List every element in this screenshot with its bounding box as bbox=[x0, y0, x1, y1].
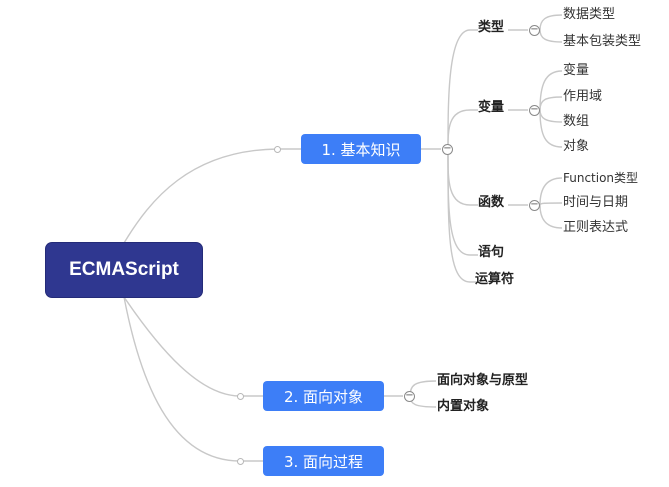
leaf-objects[interactable]: 对象 bbox=[563, 139, 590, 154]
branch-2-attach-dot bbox=[237, 393, 244, 400]
subtopic-oop-prototype[interactable]: 面向对象与原型 bbox=[437, 373, 529, 388]
leaf-regex[interactable]: 正则表达式 bbox=[563, 220, 629, 235]
leaf-data-types[interactable]: 数据类型 bbox=[563, 7, 616, 22]
minus-circle-icon[interactable]: − bbox=[529, 199, 540, 211]
subtopic-statements[interactable]: 语句 bbox=[478, 245, 505, 260]
branch-object-oriented[interactable]: 2. 面向对象 bbox=[263, 381, 384, 411]
branch-label: 3. 面向过程 bbox=[283, 452, 364, 471]
subtopic-types[interactable]: 类型 bbox=[478, 20, 505, 35]
root-node[interactable]: ECMAScript bbox=[46, 243, 202, 297]
minus-circle-icon[interactable]: − bbox=[529, 24, 540, 36]
branch-1-attach-dot bbox=[274, 146, 281, 153]
minus-circle-icon[interactable]: − bbox=[404, 390, 415, 402]
leaf-variables[interactable]: 变量 bbox=[563, 63, 590, 78]
leaf-function-type[interactable]: Function类型 bbox=[563, 171, 639, 185]
root-label: ECMAScript bbox=[69, 259, 179, 280]
minus-circle-icon[interactable]: − bbox=[529, 104, 540, 116]
leaf-date-time[interactable]: 时间与日期 bbox=[563, 195, 629, 210]
leaf-arrays[interactable]: 数组 bbox=[563, 114, 590, 129]
subtopic-variables[interactable]: 变量 bbox=[478, 100, 505, 115]
branch-basic-knowledge[interactable]: 1. 基本知识 bbox=[301, 134, 421, 164]
subtopic-operators[interactable]: 运算符 bbox=[475, 272, 515, 287]
subtopic-builtin-objects[interactable]: 内置对象 bbox=[437, 399, 490, 414]
branch-label: 2. 面向对象 bbox=[283, 387, 364, 406]
leaf-scope[interactable]: 作用域 bbox=[563, 89, 603, 104]
branch-label: 1. 基本知识 bbox=[321, 140, 401, 159]
branch-procedural[interactable]: 3. 面向过程 bbox=[263, 446, 384, 476]
branch-3-attach-dot bbox=[237, 458, 244, 465]
subtopic-functions[interactable]: 函数 bbox=[478, 195, 505, 210]
minus-circle-icon[interactable]: − bbox=[442, 143, 453, 155]
leaf-wrapper-types[interactable]: 基本包装类型 bbox=[563, 34, 642, 49]
